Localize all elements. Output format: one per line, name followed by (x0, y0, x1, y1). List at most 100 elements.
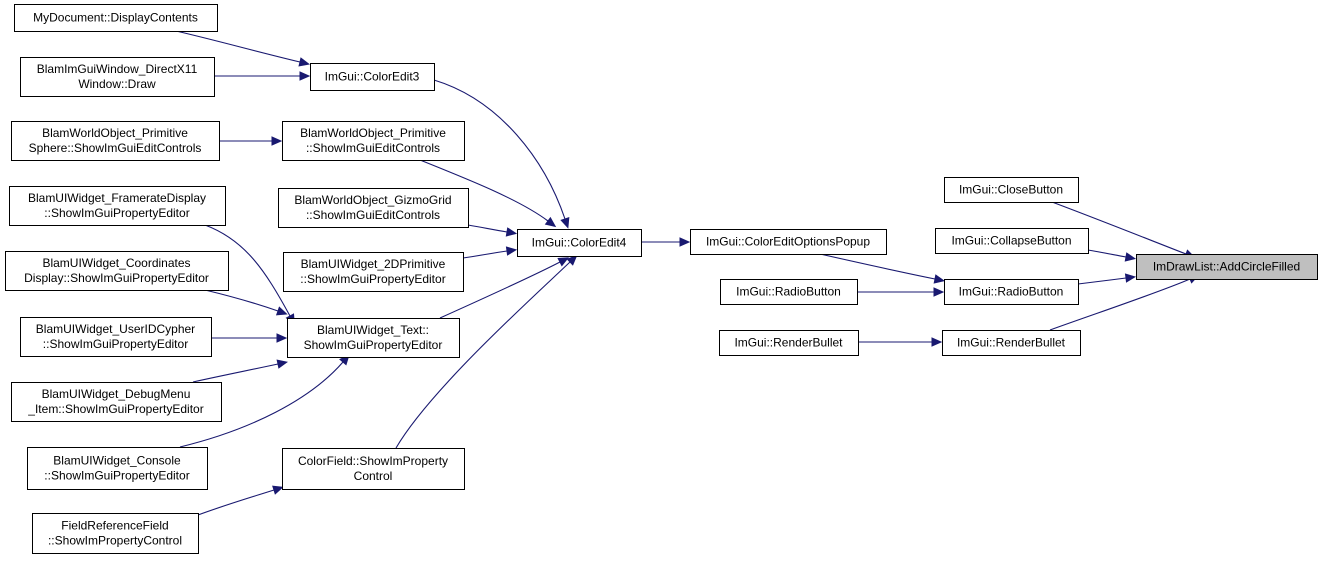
edge-line (204, 224, 291, 317)
arrowhead-icon (1124, 252, 1137, 262)
arrowhead-icon (931, 337, 943, 347)
arrowhead-icon (557, 257, 570, 267)
node-label: ColorField::ShowImProperty (298, 454, 448, 468)
node-label: ImGui::ColorEditOptionsPopup (706, 235, 870, 249)
node-label: Display::ShowImGuiPropertyEditor (24, 271, 209, 285)
node-label: BlamUIWidget_DebugMenu (42, 387, 191, 401)
edge-bullet1-to-bullet2 (858, 337, 943, 347)
node-colorfield[interactable]: ColorField::ShowImPropertyControl (282, 448, 465, 490)
edge-gizmogrid-to-coloredit4 (467, 224, 518, 237)
node-console[interactable]: BlamUIWidget_Console::ShowImGuiPropertyE… (27, 447, 208, 490)
node-box (32, 513, 199, 554)
node-label: ::ShowImGuiEditControls (306, 141, 440, 155)
node-box (935, 228, 1089, 254)
node-debugmenu[interactable]: BlamUIWidget_DebugMenu_Item::ShowImGuiPr… (11, 382, 222, 422)
arrowhead-icon (276, 333, 288, 343)
node-box (1136, 254, 1318, 280)
arrowhead-icon (276, 359, 289, 369)
node-sphereview[interactable]: BlamWorldObject_PrimitiveSphere::ShowImG… (11, 121, 220, 161)
node-label: BlamImGuiWindow_DirectX11 (37, 62, 198, 76)
node-optionspopup[interactable]: ImGui::ColorEditOptionsPopup (690, 229, 887, 255)
node-label: BlamUIWidget_Text:: (317, 323, 429, 337)
edge-colorfield-to-coloredit4 (395, 254, 578, 449)
edge-coords-to-textwidget (204, 289, 288, 316)
node-box (282, 121, 465, 161)
node-framerate[interactable]: BlamUIWidget_FramerateDisplay::ShowImGui… (9, 186, 226, 226)
node-box (310, 63, 435, 91)
node-textwidget[interactable]: BlamUIWidget_Text::ShowImGuiPropertyEdit… (287, 318, 460, 358)
node-box (20, 317, 212, 357)
arrowhead-icon (298, 57, 310, 67)
node-radio2[interactable]: ImGui::RadioButton (944, 279, 1079, 305)
node-label: BlamUIWidget_Coordinates (42, 256, 190, 270)
call-graph-nodes: MyDocument::DisplayContentsBlamImGuiWind… (5, 4, 1318, 554)
arrowhead-icon (299, 71, 311, 81)
node-coords[interactable]: BlamUIWidget_CoordinatesDisplay::ShowImG… (5, 251, 229, 291)
edge-optionspopup-to-radio2 (819, 253, 946, 284)
node-coloredit4[interactable]: ImGui::ColorEdit4 (517, 229, 642, 257)
node-label: ::ShowImGuiPropertyEditor (44, 469, 189, 483)
edge-line (433, 79, 566, 220)
node-label: ImGui::CollapseButton (951, 234, 1071, 248)
node-label: BlamUIWidget_2DPrimitive (301, 257, 446, 271)
node-box (5, 251, 229, 291)
edge-line (1077, 277, 1127, 285)
node-box (14, 4, 218, 32)
edge-userid-to-textwidget (211, 333, 288, 343)
edge-radio1-to-radio2 (857, 287, 945, 297)
edge-line (192, 363, 279, 383)
node-label: MyDocument::DisplayContents (33, 11, 198, 25)
node-mydoc[interactable]: MyDocument::DisplayContents (14, 4, 218, 32)
edge-coloredit3-to-coloredit4 (433, 79, 570, 229)
node-label: FieldReferenceField (61, 519, 168, 533)
node-primedit[interactable]: BlamWorldObject_Primitive::ShowImGuiEdit… (282, 121, 465, 161)
node-label: ImGui::RadioButton (959, 285, 1064, 299)
node-label: Sphere::ShowImGuiEditControls (29, 141, 202, 155)
edge-collapsebutton-to-addcircle (1087, 249, 1137, 262)
arrowhead-icon (271, 136, 283, 146)
node-label: BlamWorldObject_Primitive (300, 126, 446, 140)
node-bullet2[interactable]: ImGui::RenderBullet (942, 330, 1081, 356)
node-label: ShowImGuiPropertyEditor (304, 338, 443, 352)
edge-textwidget-to-coloredit4 (439, 257, 570, 319)
node-box (20, 57, 215, 97)
edge-fieldref-to-colorfield (197, 485, 284, 516)
node-box (11, 382, 222, 422)
node-box (690, 229, 887, 255)
node-box (287, 318, 460, 358)
node-label: ImGui::RadioButton (736, 285, 841, 299)
arrowhead-icon (505, 227, 518, 237)
edge-line (462, 250, 508, 259)
arrowhead-icon (505, 246, 518, 256)
node-radio1[interactable]: ImGui::RadioButton (720, 279, 858, 305)
edge-radio2-to-addcircle (1077, 273, 1137, 285)
edge-debugmenu-to-textwidget (192, 359, 289, 383)
edge-mydoc-to-coloredit3 (175, 30, 310, 67)
node-label: BlamWorldObject_Primitive (42, 126, 188, 140)
node-box (278, 188, 469, 228)
node-label: ImDrawList::AddCircleFilled (1153, 260, 1300, 274)
node-userid[interactable]: BlamUIWidget_UserIDCypher::ShowImGuiProp… (20, 317, 212, 357)
arrowhead-icon (275, 306, 288, 316)
node-closebutton[interactable]: ImGui::CloseButton (944, 177, 1079, 203)
arrowhead-icon (560, 216, 570, 229)
node-label: ::ShowImGuiEditControls (306, 208, 440, 222)
node-gizmogrid[interactable]: BlamWorldObject_GizmoGrid::ShowImGuiEdit… (278, 188, 469, 228)
node-label: BlamUIWidget_FramerateDisplay (28, 191, 206, 205)
edge-line (1087, 249, 1127, 258)
edge-line (1049, 278, 1191, 331)
node-label: ImGui::CloseButton (959, 183, 1063, 197)
arrowhead-icon (933, 287, 945, 297)
node-label: BlamWorldObject_GizmoGrid (294, 193, 451, 207)
node-prim2d[interactable]: BlamUIWidget_2DPrimitive::ShowImGuiPrope… (283, 252, 464, 292)
node-box (27, 447, 208, 490)
node-bullet1[interactable]: ImGui::RenderBullet (719, 330, 859, 356)
node-label: Control (354, 469, 393, 483)
node-fieldref[interactable]: FieldReferenceField::ShowImPropertyContr… (32, 513, 199, 554)
node-coloredit3[interactable]: ImGui::ColorEdit3 (310, 63, 435, 91)
node-box (283, 252, 464, 292)
node-box (282, 448, 465, 490)
node-collapsebutton[interactable]: ImGui::CollapseButton (935, 228, 1089, 254)
